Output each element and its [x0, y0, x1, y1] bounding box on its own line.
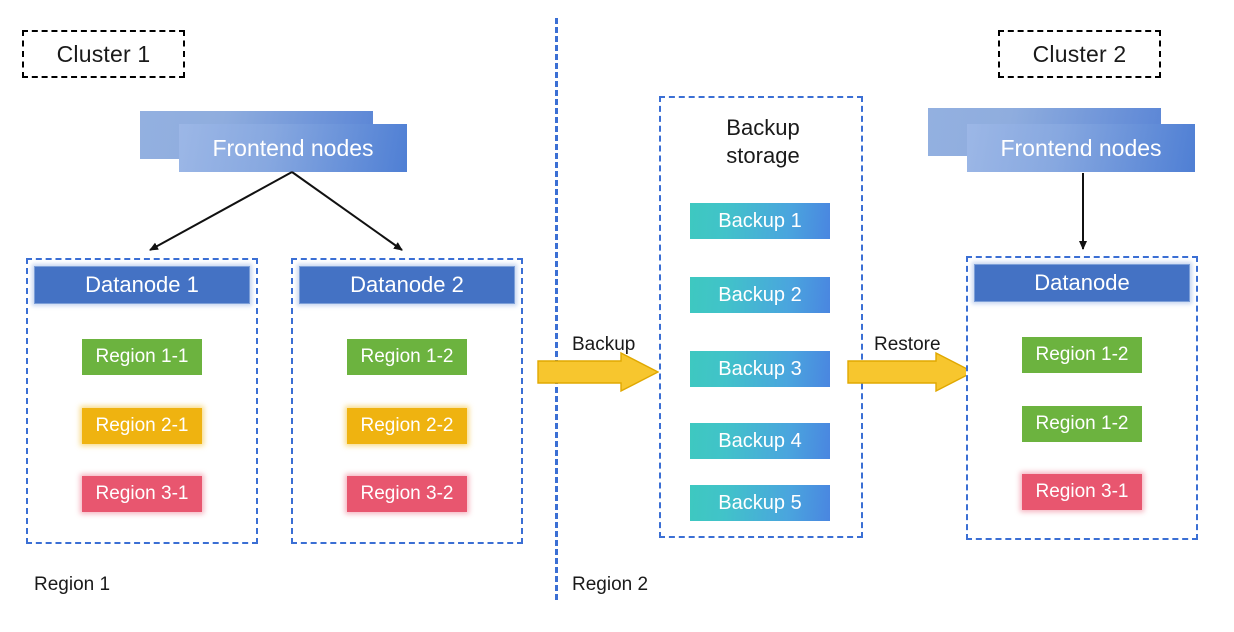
- datanode-restored-region-2[interactable]: Region 1-2: [1022, 406, 1142, 442]
- restore-flow-label: Restore: [874, 334, 941, 355]
- datanode-1-region-3[interactable]: Region 3-1: [82, 476, 202, 512]
- datanode-2-container: Datanode 2 Region 1-2 Region 2-2 Region …: [291, 258, 523, 544]
- backup-storage-title-line2: storage: [726, 143, 800, 169]
- datanode-restored-header[interactable]: Datanode: [974, 264, 1190, 302]
- backup-item-2-label: Backup 2: [718, 283, 802, 306]
- backup-item-1-label: Backup 1: [718, 209, 802, 232]
- datanode-1-region-1-label: Region 1-1: [95, 346, 189, 367]
- datanode-restored-region-1[interactable]: Region 1-2: [1022, 337, 1142, 373]
- frontend-nodes-right[interactable]: Frontend nodes: [967, 124, 1195, 172]
- datanode-2-region-1[interactable]: Region 1-2: [347, 339, 467, 375]
- backup-item-2[interactable]: Backup 2: [690, 277, 830, 313]
- datanode-1-region-1[interactable]: Region 1-1: [82, 339, 202, 375]
- backup-item-5-label: Backup 5: [718, 491, 802, 514]
- backup-item-1[interactable]: Backup 1: [690, 203, 830, 239]
- restore-arrow-icon: [847, 351, 975, 393]
- frontend-nodes-left-label: Frontend nodes: [212, 134, 374, 161]
- backup-item-3[interactable]: Backup 3: [690, 351, 830, 387]
- datanode-2-header-label: Datanode 2: [350, 272, 464, 297]
- datanode-2-region-3-label: Region 3-2: [360, 483, 454, 504]
- datanode-1-header-label: Datanode 1: [85, 272, 199, 297]
- datanode-restored-region-3[interactable]: Region 3-1: [1022, 474, 1142, 510]
- datanode-restored-region-2-label: Region 1-2: [1035, 413, 1129, 434]
- frontend-nodes-right-label: Frontend nodes: [1000, 134, 1162, 161]
- backup-storage-title-line1: Backup: [726, 115, 800, 140]
- datanode-2-region-2[interactable]: Region 2-2: [347, 408, 467, 444]
- cluster-2-tag: Cluster 2: [998, 30, 1161, 78]
- datanode-restored-region-3-label: Region 3-1: [1035, 481, 1129, 502]
- region-divider: [555, 18, 558, 600]
- region-1-caption: Region 1: [34, 574, 111, 595]
- cluster-2-label: Cluster 2: [1032, 40, 1127, 67]
- datanode-restored-region-1-label: Region 1-2: [1035, 344, 1129, 365]
- datanode-1-container: Datanode 1 Region 1-1 Region 2-1 Region …: [26, 258, 258, 544]
- datanode-2-region-1-label: Region 1-2: [360, 346, 454, 367]
- backup-item-3-label: Backup 3: [718, 357, 802, 380]
- arrow-frontend-to-datanode-1: [149, 171, 293, 251]
- backup-item-4-label: Backup 4: [718, 429, 802, 452]
- backup-flow-label: Backup: [572, 334, 636, 355]
- datanode-1-region-3-label: Region 3-1: [95, 483, 189, 504]
- datanode-2-header[interactable]: Datanode 2: [299, 266, 515, 304]
- datanode-1-header[interactable]: Datanode 1: [34, 266, 250, 304]
- datanode-1-region-2[interactable]: Region 2-1: [82, 408, 202, 444]
- datanode-2-region-3[interactable]: Region 3-2: [347, 476, 467, 512]
- backup-item-5[interactable]: Backup 5: [690, 485, 830, 521]
- cluster-1-tag: Cluster 1: [22, 30, 185, 78]
- datanode-restored-container: Datanode Region 1-2 Region 1-2 Region 3-…: [966, 256, 1198, 540]
- backup-storage-container: Backup storage Backup 1 Backup 2 Backup …: [659, 96, 863, 538]
- arrow-frontend-to-datanode-2: [291, 171, 403, 251]
- frontend-nodes-left[interactable]: Frontend nodes: [179, 124, 407, 172]
- region-2-caption: Region 2: [572, 574, 649, 595]
- datanode-1-region-2-label: Region 2-1: [95, 415, 189, 436]
- cluster-1-label: Cluster 1: [56, 40, 151, 67]
- backup-item-4[interactable]: Backup 4: [690, 423, 830, 459]
- datanode-restored-header-label: Datanode: [1034, 270, 1130, 295]
- datanode-2-region-2-label: Region 2-2: [360, 415, 454, 436]
- backup-arrow-icon: [537, 351, 660, 393]
- backup-storage-title: Backup storage: [661, 114, 865, 170]
